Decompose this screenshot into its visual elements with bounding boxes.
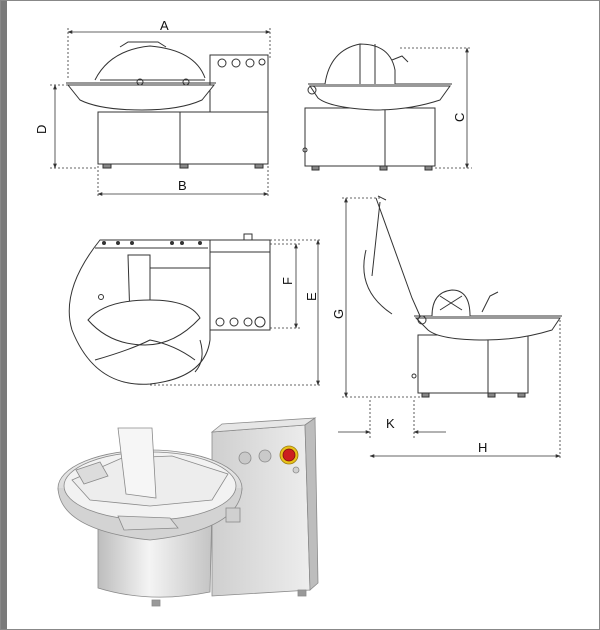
left-frame-bar: [1, 1, 7, 629]
dimension-K: [338, 400, 446, 438]
dimension-label-H: H: [478, 440, 487, 455]
dimension-B: [97, 166, 269, 198]
dimension-F: [270, 243, 300, 329]
side-view-open-lid: [363, 195, 562, 398]
dimension-G: [342, 197, 420, 398]
dimension-D: [50, 84, 98, 169]
dimension-label-G: G: [331, 309, 346, 319]
dimension-E: [150, 239, 322, 386]
dimension-label-B: B: [178, 178, 187, 193]
dimension-label-E: E: [304, 292, 319, 301]
dimension-H: [369, 320, 561, 460]
dimension-A: [67, 28, 271, 80]
side-view: [302, 43, 452, 171]
dimension-label-F: F: [280, 277, 295, 285]
dimension-C: [400, 47, 472, 169]
dimension-label-C: C: [452, 113, 467, 122]
dimension-label-A: A: [160, 18, 169, 33]
machine-3d-render: [57, 417, 319, 607]
dimension-label-D: D: [34, 125, 49, 134]
front-view: [66, 41, 269, 169]
dimension-label-K: K: [386, 416, 395, 431]
top-view: [68, 233, 271, 385]
